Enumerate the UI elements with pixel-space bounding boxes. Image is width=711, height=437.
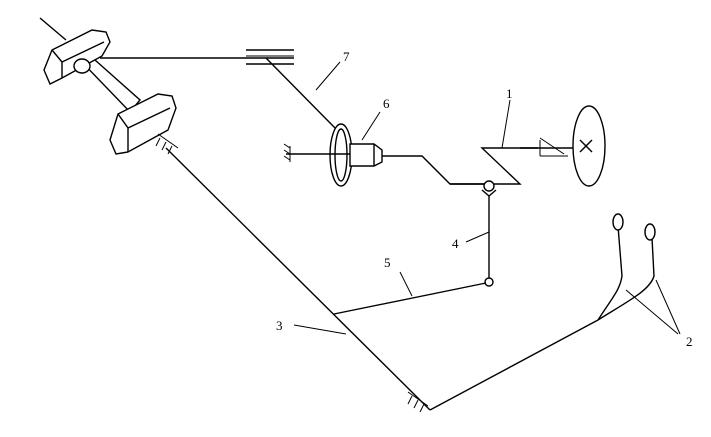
ground-hatch-upper [155,133,179,155]
ground-hatch-left [283,143,291,162]
label-6: 6 [383,96,390,111]
component-6 [283,111,488,187]
link-3 [165,147,431,413]
pivot-bottom [484,277,494,287]
link-5 [333,271,487,315]
ground-hatch-bottom [407,391,429,413]
pedal-handle-right [644,223,656,241]
label-7: 7 [343,49,350,64]
link-4 [465,180,497,287]
pivot-top [483,180,495,192]
sleeve [349,143,383,167]
label-4: 4 [452,236,459,251]
input-shaft [39,17,67,41]
label-5: 5 [384,255,391,270]
label-2: 2 [686,334,693,349]
pulley [329,123,353,187]
ground-hatch-right [539,137,568,157]
upper-joint-assembly [39,17,179,155]
disc [572,105,606,187]
wedge-slider [450,147,538,185]
link-7 [100,49,341,131]
component-2 [429,213,681,411]
label-3: 3 [276,318,283,333]
upper-yoke [43,29,111,85]
pedal-handle-left [612,213,624,231]
label-1: 1 [506,86,513,101]
upper-yoke-bore [73,58,91,74]
lower-yoke [109,93,177,155]
component-1 [450,99,606,187]
